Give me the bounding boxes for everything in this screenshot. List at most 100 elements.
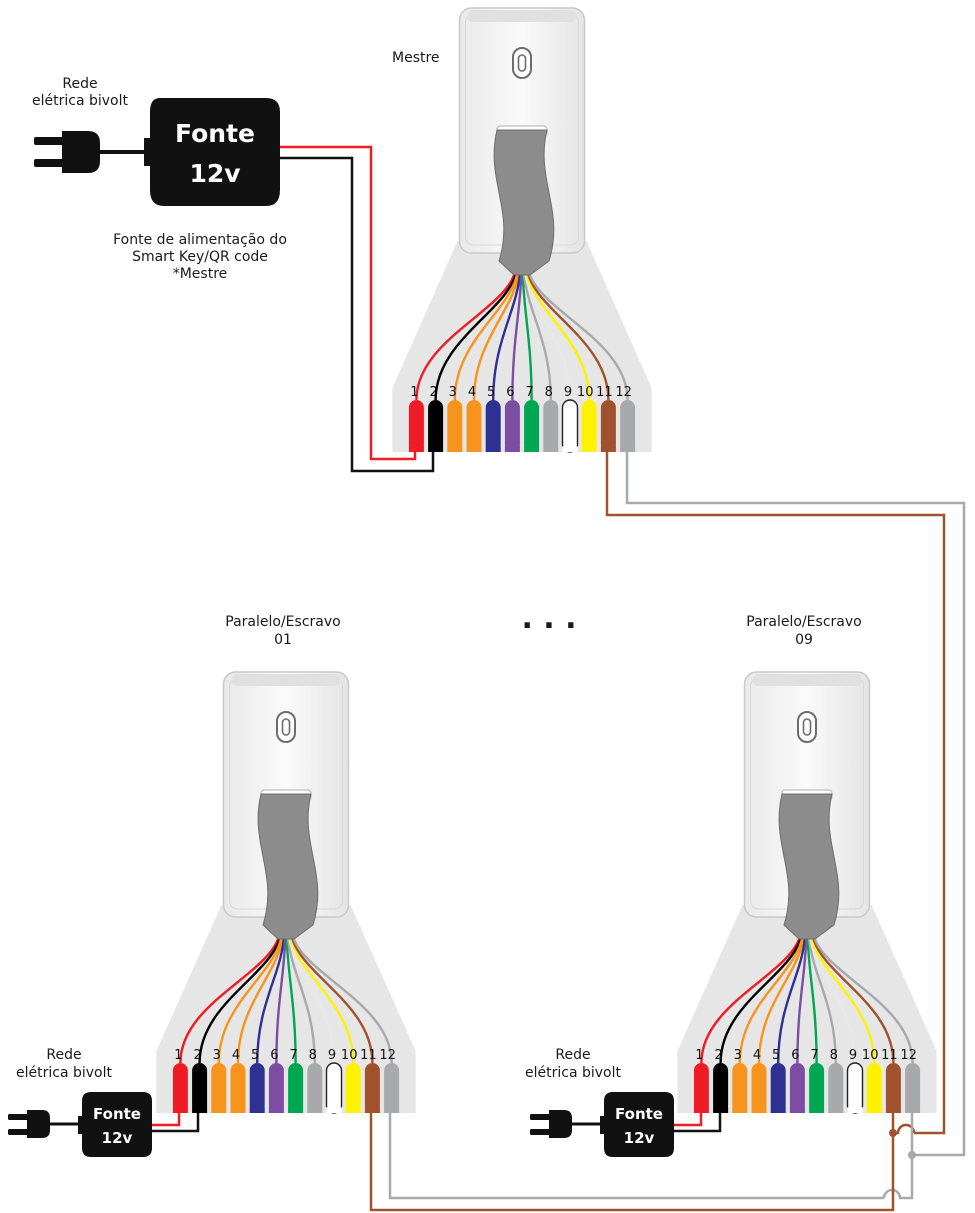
wire-9 <box>287 934 336 1064</box>
terminal-pin-11 <box>885 1063 901 1113</box>
plug-icon <box>34 131 100 173</box>
terminal-pin-8 <box>828 1063 844 1113</box>
wire-7 <box>521 270 533 401</box>
pin-number-9: 9 <box>328 1048 336 1063</box>
wire-6 <box>796 934 808 1064</box>
wire-8 <box>286 934 316 1064</box>
terminal-pin-8 <box>543 400 559 452</box>
pin-number-7: 7 <box>289 1048 297 1063</box>
fonte-box <box>144 98 280 206</box>
label-rede-br-1: Rede <box>555 1047 590 1063</box>
bus-gray-wire-slave01 <box>388 1100 884 1200</box>
terminal-pin-5 <box>485 400 501 452</box>
terminal-pin-12 <box>384 1063 400 1113</box>
label-rede-top-1: Rede <box>62 76 97 92</box>
wire-fan-background <box>156 905 416 1113</box>
terminal-pin-9 <box>846 1062 864 1114</box>
bus-gray-wire-hop <box>882 1100 914 1200</box>
wire-3 <box>453 270 519 401</box>
wire-11 <box>811 934 895 1064</box>
terminal-pin-3 <box>732 1063 748 1113</box>
master-power-supply: Fonte 12v <box>34 98 280 206</box>
wire-12 <box>291 934 393 1064</box>
label-mestre: Mestre <box>392 50 440 66</box>
terminal-pin-2 <box>428 400 444 452</box>
terminal-pin-1 <box>408 400 424 452</box>
wire-fan-background <box>677 905 937 1113</box>
pin-number-3: 3 <box>734 1048 742 1063</box>
wire-4 <box>236 934 285 1064</box>
pin-number-1: 1 <box>410 385 418 400</box>
terminal-pin-10 <box>866 1063 882 1113</box>
wire-9 <box>808 934 857 1064</box>
pin-number-11: 11 <box>596 385 613 400</box>
pin-number-10: 10 <box>862 1048 879 1063</box>
wire-2 <box>198 934 282 1064</box>
pin-number-8: 8 <box>309 1048 317 1063</box>
wire-4 <box>472 270 521 401</box>
pin-number-11: 11 <box>881 1048 898 1063</box>
bus-gray-wire-master <box>625 440 966 1157</box>
terminal-pin-12 <box>905 1063 921 1113</box>
pin-number-9: 9 <box>849 1048 857 1063</box>
terminal-pin-10 <box>581 400 597 452</box>
pin-number-2: 2 <box>193 1048 201 1063</box>
terminal-pin-4 <box>466 400 482 452</box>
terminal-pin-6 <box>789 1063 805 1113</box>
wire-11 <box>526 270 610 401</box>
label-rede-bl-2: elétrica bivolt <box>16 1065 112 1081</box>
wire-2 <box>719 934 803 1064</box>
led-indicator-icon <box>276 711 296 743</box>
fonte-box <box>600 1092 674 1157</box>
terminal-pin-6 <box>268 1063 284 1113</box>
pin-number-8: 8 <box>545 385 553 400</box>
master-black-wire <box>280 156 435 473</box>
pin-number-4: 4 <box>232 1048 240 1063</box>
terminal-pin-6 <box>504 400 520 452</box>
pin-number-4: 4 <box>468 385 476 400</box>
terminal-pin-8 <box>307 1063 323 1113</box>
ribbon-cable <box>778 793 840 940</box>
ribbon-cable <box>257 793 319 940</box>
terminal-pin-11 <box>364 1063 380 1113</box>
pin-number-1: 1 <box>695 1048 703 1063</box>
fonte-label-line1: Fonte <box>615 1105 663 1123</box>
pin-number-12: 12 <box>900 1048 917 1063</box>
wire-5 <box>256 934 286 1064</box>
device-top-edge <box>752 674 862 686</box>
terminal-pin-7 <box>809 1063 825 1113</box>
label-fonte-caption-3: *Mestre <box>173 266 228 282</box>
wire-12 <box>812 934 914 1064</box>
fonte-label-line2: 12v <box>624 1129 655 1147</box>
wire-10 <box>810 934 876 1064</box>
wire-3 <box>217 934 283 1064</box>
pin-number-6: 6 <box>270 1048 278 1063</box>
bus-wires <box>369 440 966 1212</box>
wire-5 <box>777 934 807 1064</box>
plug-icon <box>530 1110 572 1138</box>
terminal-pin-5 <box>770 1063 786 1113</box>
label-rede-bl-1: Rede <box>46 1047 81 1063</box>
fonte-box <box>78 1092 152 1157</box>
wire-7 <box>285 934 297 1064</box>
pin-number-7: 7 <box>525 385 533 400</box>
terminal-pin-1 <box>172 1063 188 1113</box>
terminal-pin-4 <box>230 1063 246 1113</box>
wire-12 <box>527 270 629 401</box>
pin-number-10: 10 <box>341 1048 358 1063</box>
wire-9 <box>523 270 572 401</box>
pin-number-3: 3 <box>213 1048 221 1063</box>
terminal-pin-3 <box>447 400 463 452</box>
label-escravo01-1: Paralelo/Escravo <box>225 614 340 630</box>
plug-icon <box>8 1110 50 1138</box>
wire-1 <box>179 934 281 1064</box>
label-escravo09-2: 09 <box>795 632 813 648</box>
terminal-pin-12 <box>620 400 636 452</box>
terminal-pin-7 <box>288 1063 304 1113</box>
terminal-pin-11 <box>600 400 616 452</box>
fonte-label-line1: Fonte <box>93 1105 141 1123</box>
wire-11 <box>290 934 374 1064</box>
label-fonte-caption-2: Smart Key/QR code <box>132 249 268 265</box>
